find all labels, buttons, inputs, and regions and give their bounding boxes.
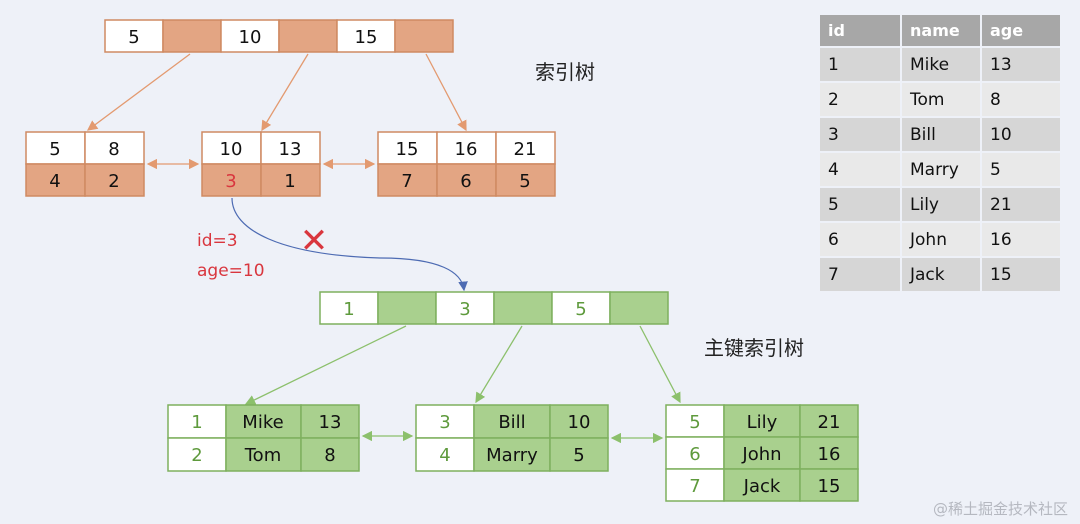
table-cell: Jack	[902, 256, 980, 291]
primary-root-key: 3	[459, 299, 470, 320]
primary-leaf-age: 13	[319, 412, 342, 433]
index-leaf-id: 7	[401, 171, 412, 192]
primary-leaf-node: 5 Lily 21 6 John 16 7 Jack 15	[665, 404, 859, 502]
primary-root-node: 1 3 5	[319, 291, 669, 325]
table-cell: 1	[820, 46, 900, 81]
primary-tree-label: 主键索引树	[704, 336, 804, 360]
index-tree: 5 10 15 5 8 4 2 10 13 3 1	[25, 19, 595, 197]
watermark: @稀土掘金技术社区	[933, 500, 1068, 518]
lookup-path: ✕ id=3 age=10	[197, 197, 468, 292]
table-cell: 21	[982, 186, 1060, 221]
index-root-key: 5	[128, 27, 139, 48]
primary-leaf-id: 5	[689, 412, 700, 433]
table-cell: 6	[820, 221, 900, 256]
index-leaf-id: 6	[460, 171, 471, 192]
table-header-cell: name	[902, 15, 980, 46]
table-cell: John	[902, 221, 980, 256]
primary-leaf-node: 3 Bill 10 4 Marry 5	[415, 404, 609, 472]
table-cell: Marry	[902, 151, 980, 186]
table-cell: 3	[820, 116, 900, 151]
table-cell: Tom	[902, 81, 980, 116]
primary-tree-edge	[475, 325, 523, 404]
primary-leaf-id: 1	[191, 412, 202, 433]
index-root-key: 15	[355, 27, 378, 48]
index-leaf-key: 13	[279, 139, 302, 160]
primary-leaf-name: Lily	[747, 412, 778, 433]
index-tree-edge	[261, 53, 309, 132]
index-leaf-key: 5	[49, 139, 60, 160]
table-cell: 5	[982, 151, 1060, 186]
index-leaf-node: 10 13 3 1	[201, 131, 321, 197]
table-row: 4 Marry 5	[820, 151, 1060, 186]
table-cell: Mike	[902, 46, 980, 81]
primary-leaf-id: 7	[689, 476, 700, 497]
table-header-cell: id	[820, 15, 900, 46]
index-leaf-key: 8	[108, 139, 119, 160]
table-cell: Lily	[902, 186, 980, 221]
table-row: 5 Lily 21	[820, 186, 1060, 221]
index-leaf-id: 2	[108, 171, 119, 192]
primary-tree-edge	[639, 325, 681, 404]
primary-leaf-age: 16	[818, 444, 841, 465]
index-tree-label: 索引树	[535, 60, 595, 84]
index-leaf-node: 5 8 4 2	[25, 131, 145, 197]
index-leaf-id: 1	[284, 171, 295, 192]
table-cell: 2	[820, 81, 900, 116]
lookup-condition-id: id=3	[197, 231, 238, 251]
primary-leaf-id: 4	[439, 445, 450, 466]
table-cell: 16	[982, 221, 1060, 256]
index-tree-edge	[86, 53, 191, 131]
lookup-arrow	[231, 197, 468, 292]
cross-mark-icon: ✕	[300, 221, 329, 261]
table-row: 7 Jack 15	[820, 256, 1060, 291]
table-header-cell: age	[982, 15, 1060, 46]
index-root-key: 10	[239, 27, 262, 48]
index-leaf-key: 15	[396, 139, 419, 160]
table-cell: 8	[982, 81, 1060, 116]
primary-tree-edge	[244, 325, 407, 405]
user-table: id name age 1 Mike 13 2 Tom 8 3 Bill 10 …	[818, 15, 1062, 291]
index-leaf-key: 10	[220, 139, 243, 160]
table-header-row: id name age	[820, 15, 1060, 46]
primary-leaf-age: 21	[818, 412, 841, 433]
table-cell: 15	[982, 256, 1060, 291]
index-tree-edge	[425, 53, 467, 132]
primary-leaf-name: Mike	[242, 412, 283, 433]
table-row: 1 Mike 13	[820, 46, 1060, 81]
primary-leaf-name: Tom	[244, 445, 281, 466]
index-leaf-key: 21	[514, 139, 537, 160]
table-cell: Bill	[902, 116, 980, 151]
primary-leaf-name: John	[741, 444, 781, 465]
primary-leaf-name: Jack	[743, 476, 781, 497]
table-cell: 7	[820, 256, 900, 291]
table-row: 6 John 16	[820, 221, 1060, 256]
table-cell: 4	[820, 151, 900, 186]
primary-leaf-name: Bill	[498, 412, 525, 433]
primary-tree: 1 3 5 1 Mike 13 2 Tom 8	[167, 291, 859, 502]
primary-leaf-age: 10	[568, 412, 591, 433]
primary-root-key: 5	[575, 299, 586, 320]
index-leaf-id: 4	[49, 171, 60, 192]
primary-leaf-node: 1 Mike 13 2 Tom 8	[167, 404, 360, 472]
index-leaf-key: 16	[455, 139, 478, 160]
index-leaf-id-highlighted: 3	[225, 171, 236, 192]
primary-leaf-age: 15	[818, 476, 841, 497]
primary-leaf-name: Marry	[486, 445, 538, 466]
index-leaf-id: 5	[519, 171, 530, 192]
table-cell: 10	[982, 116, 1060, 151]
table-cell: 5	[820, 186, 900, 221]
table-cell: 13	[982, 46, 1060, 81]
primary-leaf-id: 2	[191, 445, 202, 466]
table-row: 3 Bill 10	[820, 116, 1060, 151]
primary-leaf-id: 3	[439, 412, 450, 433]
table-row: 2 Tom 8	[820, 81, 1060, 116]
lookup-condition-age: age=10	[197, 261, 265, 281]
primary-root-key: 1	[343, 299, 354, 320]
primary-leaf-age: 8	[324, 445, 335, 466]
index-root-node: 5 10 15	[104, 19, 454, 53]
primary-leaf-id: 6	[689, 444, 700, 465]
index-leaf-node: 15 16 21 7 6 5	[377, 131, 556, 197]
primary-leaf-age: 5	[573, 445, 584, 466]
